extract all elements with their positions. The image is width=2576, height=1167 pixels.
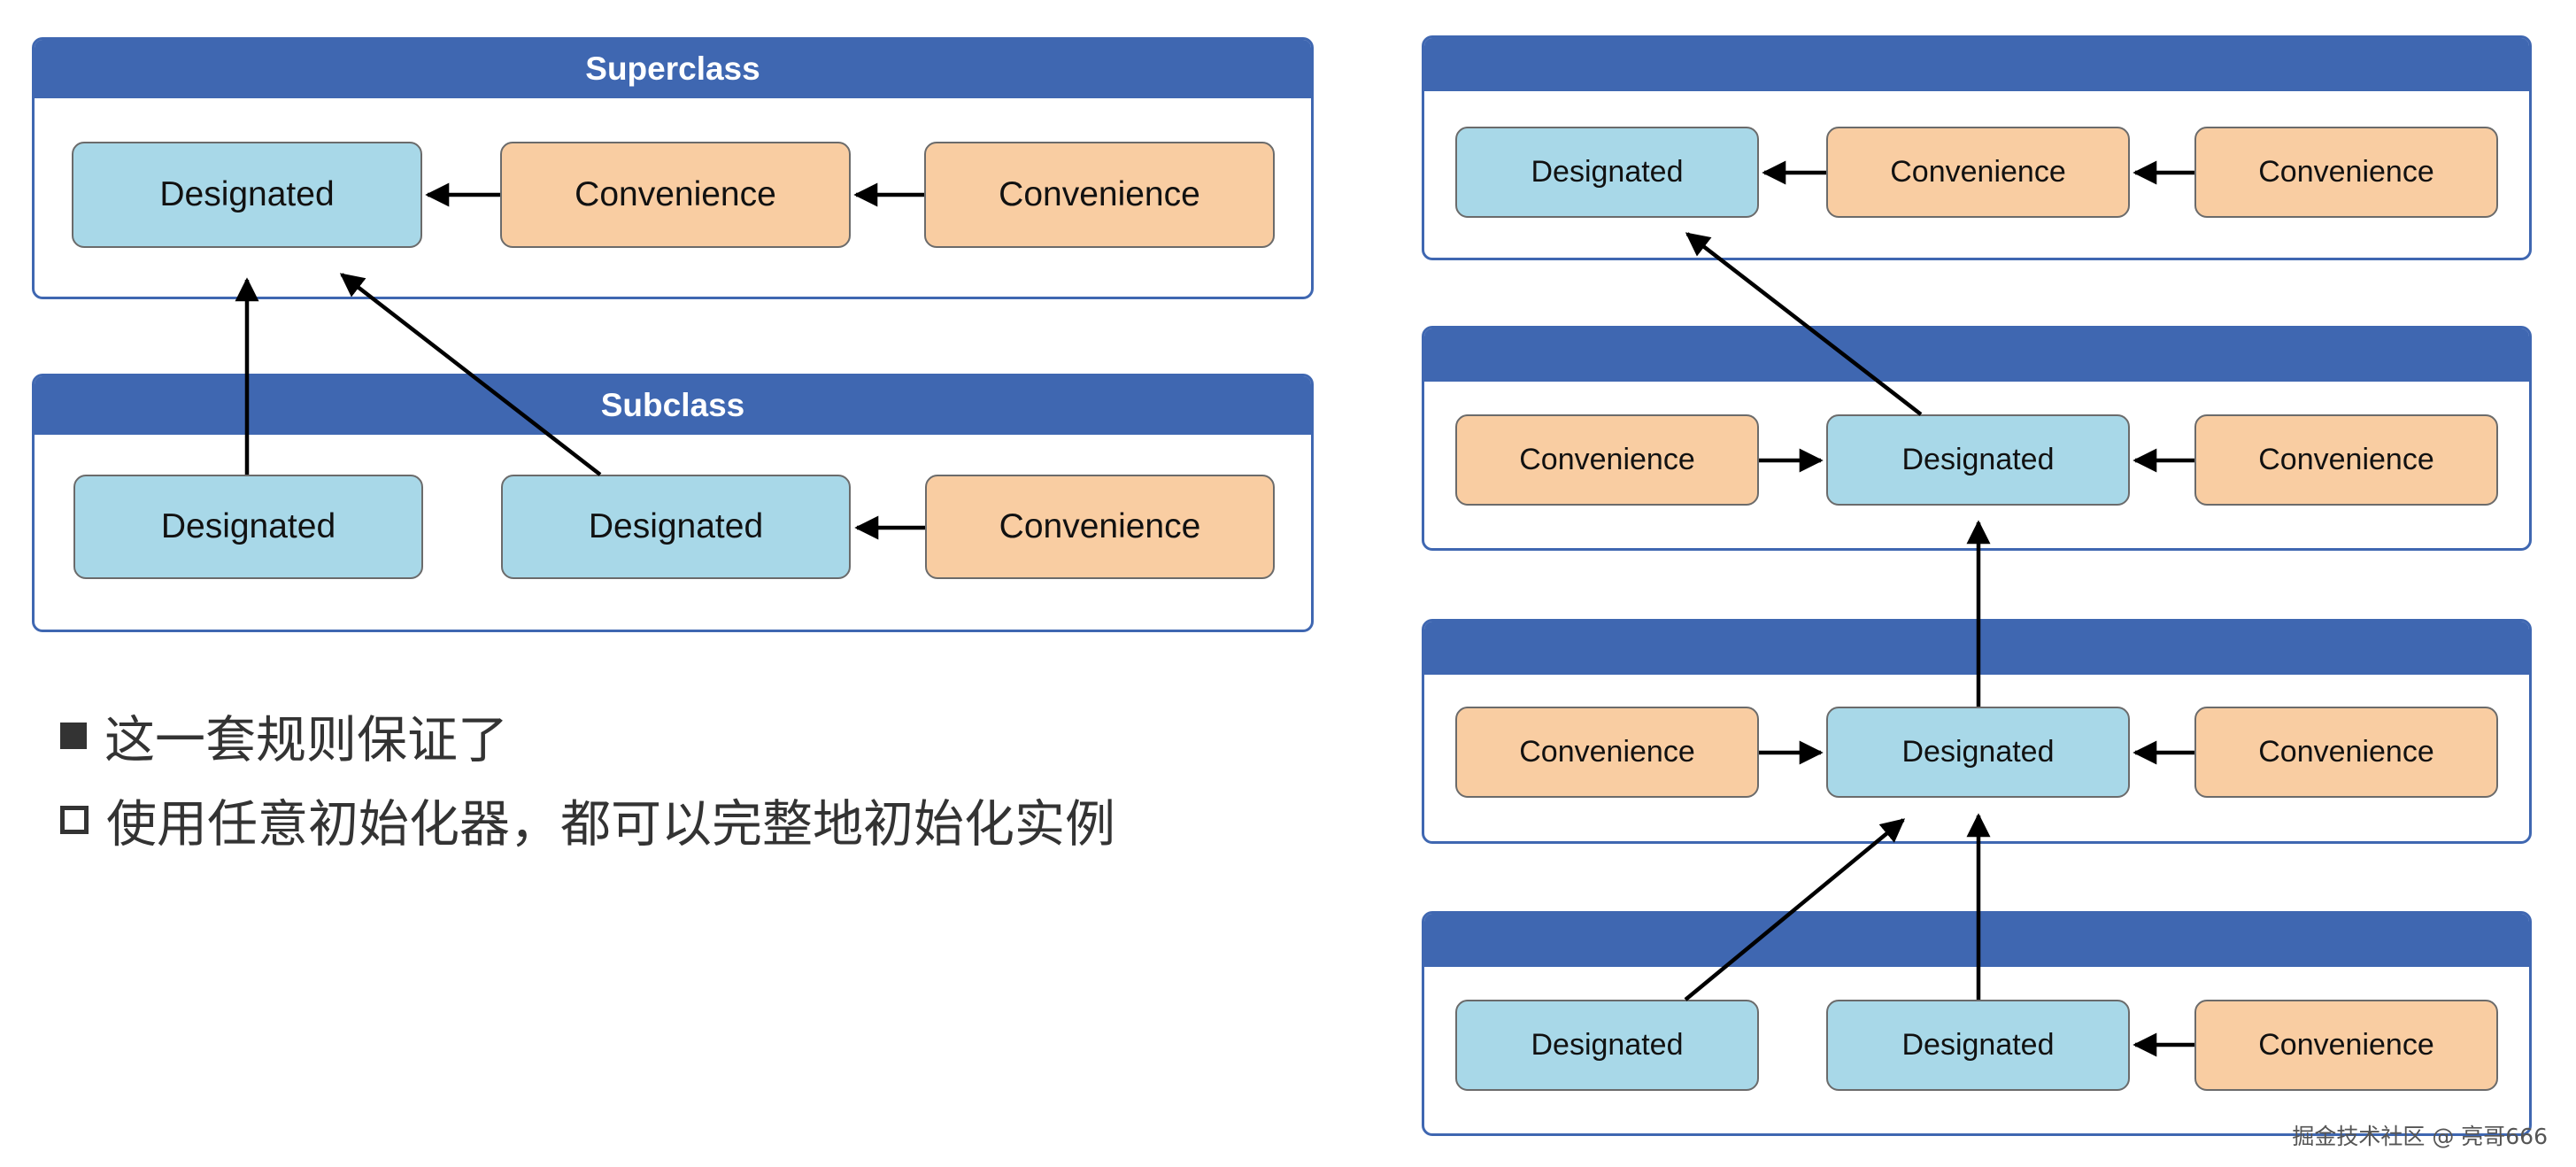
bullet-item-1: 这一套规则保证了	[60, 699, 508, 772]
level-4-designated-node-2: Designated	[1826, 1000, 2130, 1091]
superclass-designated-node: Designated	[72, 142, 422, 248]
watermark: 掘金技术社区 @ 亮哥666	[2292, 1124, 2548, 1149]
superclass-convenience-node-2: Convenience	[924, 142, 1275, 248]
level-4-convenience-node: Convenience	[2194, 1000, 2498, 1091]
superclass-convenience-node-1: Convenience	[500, 142, 851, 248]
level-1-designated-node: Designated	[1455, 127, 1759, 218]
arrow-subdesig2-up	[339, 273, 602, 476]
level-2-designated-node: Designated	[1826, 414, 2130, 506]
arrow-l2-desig-up	[1685, 232, 1923, 416]
level-3-designated-node: Designated	[1826, 707, 2130, 798]
level-1-header	[1424, 38, 2529, 91]
filled-square-bullet-icon	[60, 723, 87, 749]
subclass-designated-node-1: Designated	[73, 475, 423, 579]
level-2-convenience-node-1: Convenience	[1455, 414, 1759, 506]
level-2-header	[1424, 328, 2529, 382]
level-4-designated-node-1: Designated	[1455, 1000, 1759, 1091]
hollow-square-bullet-icon	[60, 806, 89, 834]
level-1-convenience-node-1: Convenience	[1826, 127, 2130, 218]
superclass-title: Superclass	[35, 40, 1311, 98]
bullet-text-2: 使用任意初始化器，都可以完整地初始化实例	[106, 795, 1115, 854]
level-3-convenience-node-1: Convenience	[1455, 707, 1759, 798]
bullet-item-2: 使用任意初始化器，都可以完整地初始化实例	[60, 784, 1115, 856]
subclass-convenience-node: Convenience	[925, 475, 1275, 579]
bullet-text-1: 这一套规则保证了	[104, 711, 508, 769]
level-3-convenience-node-2: Convenience	[2194, 707, 2498, 798]
level-2-convenience-node-2: Convenience	[2194, 414, 2498, 506]
arrow-l4-desig1-up	[1684, 818, 1906, 1001]
level-1-convenience-node-2: Convenience	[2194, 127, 2498, 218]
subclass-designated-node-2: Designated	[501, 475, 851, 579]
